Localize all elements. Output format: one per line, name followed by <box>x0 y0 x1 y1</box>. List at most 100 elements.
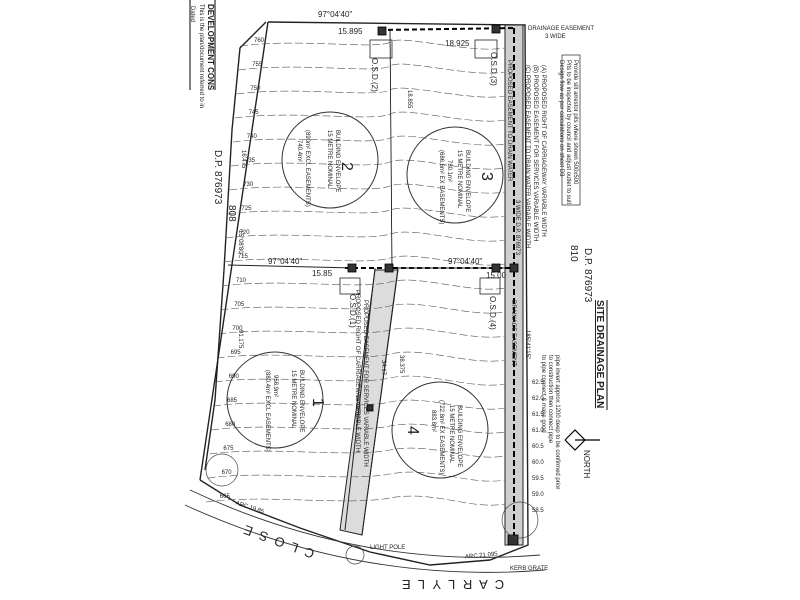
note-line: Design flow as per calculations on sheet… <box>558 60 564 177</box>
kerb-line <box>184 489 546 573</box>
pit <box>491 263 501 273</box>
contour-line <box>207 471 506 482</box>
contour-line <box>205 495 506 506</box>
lot-number: 4 <box>404 426 421 435</box>
pit <box>366 404 374 412</box>
spot-level: 59.5 <box>532 476 544 482</box>
contour-label: 755 <box>252 62 263 68</box>
title-block-sub: This is the plan/document referred to in <box>198 4 204 109</box>
contour-label: 685 <box>227 398 238 404</box>
lot-envelope: BUILDING ENVELOPE <box>464 150 470 213</box>
pit <box>377 26 387 36</box>
pipe-note-line: to construction then connect pipe <box>547 355 553 444</box>
pipe-note-line: pipe invert approx 1200 deep to be confi… <box>554 355 560 490</box>
osd-tanks <box>339 39 501 295</box>
osd-label-2: O.S.D.(2) <box>370 58 379 92</box>
lot-width: 15 METRE NOMINAL <box>448 405 454 464</box>
north-arrow <box>564 429 600 451</box>
pit <box>491 24 501 34</box>
contour-line <box>239 39 506 50</box>
title-block-dated: Dated <box>189 6 195 23</box>
drainage-pits <box>347 24 519 546</box>
osd-label-4: O.S.D.(4) <box>488 296 497 330</box>
contour-label: 705 <box>234 302 245 308</box>
contour-lines <box>205 39 506 506</box>
contour-label: 740 <box>246 134 257 140</box>
bearing-mid-left: 97°04'40" <box>268 257 303 266</box>
lot-number: 1 <box>309 398 326 407</box>
lot-width: 15 METRE NOMINAL <box>290 370 296 429</box>
bearing-mid-right: 97°04'40" <box>448 257 483 266</box>
contour-line <box>218 327 506 338</box>
title-block-frame <box>189 0 216 90</box>
contour-line <box>212 399 506 410</box>
legend-line: (B) PROPOSED EASEMENT FOR SERVICES VARIA… <box>532 65 538 242</box>
contour-line <box>230 159 506 170</box>
pit <box>347 263 357 273</box>
street-carlyle: C A R L Y L E <box>400 577 505 592</box>
adjoining-lot-810: 810 <box>568 245 579 262</box>
row-label: PROPOSED RIGHT OF CARRIAGEWAY VARIABLE W… <box>354 290 360 453</box>
distance-mid-left: 15.85 <box>312 269 333 278</box>
contour-label: 735 <box>245 158 256 164</box>
contour-label: 665 <box>219 494 230 500</box>
adjoining-dp-right: D.P. 876973 <box>582 248 593 303</box>
spot-level: 61.5 <box>532 412 544 418</box>
envelope-circle-lot-1 <box>226 351 324 449</box>
spot-level: 62.0 <box>532 396 544 402</box>
lot-envelope: BUILDING ENVELOPE <box>334 130 340 193</box>
lot-area: (890m² EXCL EASEMENTS) <box>304 130 310 207</box>
site-boundary <box>199 21 529 566</box>
contour-line <box>229 183 506 194</box>
pit <box>384 263 394 273</box>
contour-line <box>223 255 506 266</box>
pit <box>507 534 519 546</box>
contour-label: 745 <box>248 110 259 116</box>
spot-level: 60.0 <box>532 460 544 466</box>
distance-left-lower: 91.175 <box>237 330 243 349</box>
spot-level: 62.5 <box>532 380 544 386</box>
contour-line <box>238 63 506 74</box>
spot-level: 61.0 <box>532 428 544 434</box>
contour-label: 760 <box>254 38 265 44</box>
contour-label: 720 <box>239 230 250 236</box>
lot-number: 3 <box>478 172 495 181</box>
spot-level: 59.0 <box>532 492 544 498</box>
kerb-grate-label: KERB GRATE <box>510 566 549 572</box>
notes-box <box>561 54 581 206</box>
contour-label: 750 <box>250 86 261 92</box>
contour-line <box>236 87 506 98</box>
contour-line <box>221 279 506 290</box>
drainage-easement-right: DRAINAGE EASEMENT <box>510 300 516 367</box>
contour-label: 680 <box>225 422 236 428</box>
lot-area: (686.6m² EX EASEMENTS) <box>438 150 444 225</box>
lot-envelope: BUILDING ENVELOPE <box>456 405 462 468</box>
lot-boundaries <box>227 264 505 536</box>
drain-water-label: PROPOSED EASEMENT TO DRAIN WATER <box>506 60 512 182</box>
lot-area-total: 958.9m² <box>272 375 278 398</box>
contour-line <box>216 351 506 362</box>
legend-line: (A) PROPOSED RIGHT OF CARRIAGEWAY VARIAB… <box>540 65 546 237</box>
lot-area: (880.4m² EXCL EASEMENTS) <box>264 370 270 452</box>
contour-line <box>234 111 506 122</box>
pipe-note-line: to pipe connect & make good <box>540 355 546 433</box>
contour-label: 730 <box>243 182 254 188</box>
contour-line <box>232 135 506 146</box>
contour-label: 710 <box>236 278 247 284</box>
envelope-circle-lot-3 <box>406 126 504 224</box>
lot-width: 15 METRE NOMINAL <box>456 150 462 209</box>
drainage-easement-top: DRAINAGE EASEMENT <box>528 26 595 32</box>
building-envelopes <box>226 111 504 479</box>
envelope-circle-lot-2 <box>281 111 379 209</box>
note-line: Provide silt arrestor pits where shown 5… <box>572 60 578 185</box>
plan-title: SITE DRAINAGE PLAN <box>594 300 605 409</box>
distance-handle-right: 38.375 <box>398 355 404 374</box>
lot-area: (722.8m² EX EASEMENTS) <box>438 400 444 475</box>
lot-number: 2 <box>338 162 355 171</box>
lot-area-total: 780.1m² <box>446 160 452 183</box>
drainage-easement-right-dp: 3 WIDE D.P. 876973 <box>514 200 520 255</box>
contour-label: 715 <box>237 254 248 260</box>
contour-label: 725 <box>241 206 252 212</box>
bearing-right-side: 185°41'15" <box>524 330 530 360</box>
contour-line <box>209 447 506 458</box>
